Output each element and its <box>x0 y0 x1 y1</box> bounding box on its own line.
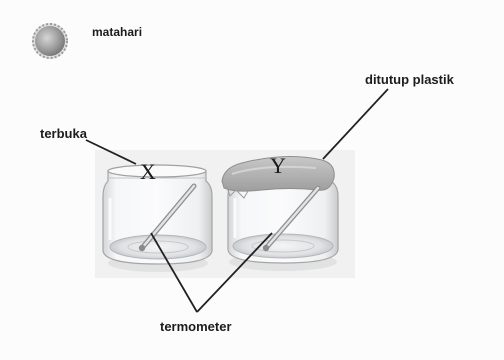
open-label: terbuka <box>40 126 87 141</box>
pointer-thermometer-x <box>150 232 198 313</box>
thermometer-label: termometer <box>160 319 232 334</box>
plastic-cover <box>221 155 335 199</box>
sun-icon <box>32 23 68 59</box>
pointer-thermometer-y <box>196 232 273 313</box>
jar-y-label: Y <box>270 153 286 178</box>
pointer-covered <box>322 88 389 160</box>
jar-x-label: X <box>140 159 156 184</box>
sun-label: matahari <box>92 25 143 39</box>
pointer-open <box>85 139 137 165</box>
jar-x-glass-jar-icon <box>102 164 213 272</box>
covered-label: ditutup plastik <box>365 72 454 87</box>
jar-x-thermometer-icon <box>138 183 197 252</box>
jar-y-thermometer-icon <box>262 185 321 252</box>
